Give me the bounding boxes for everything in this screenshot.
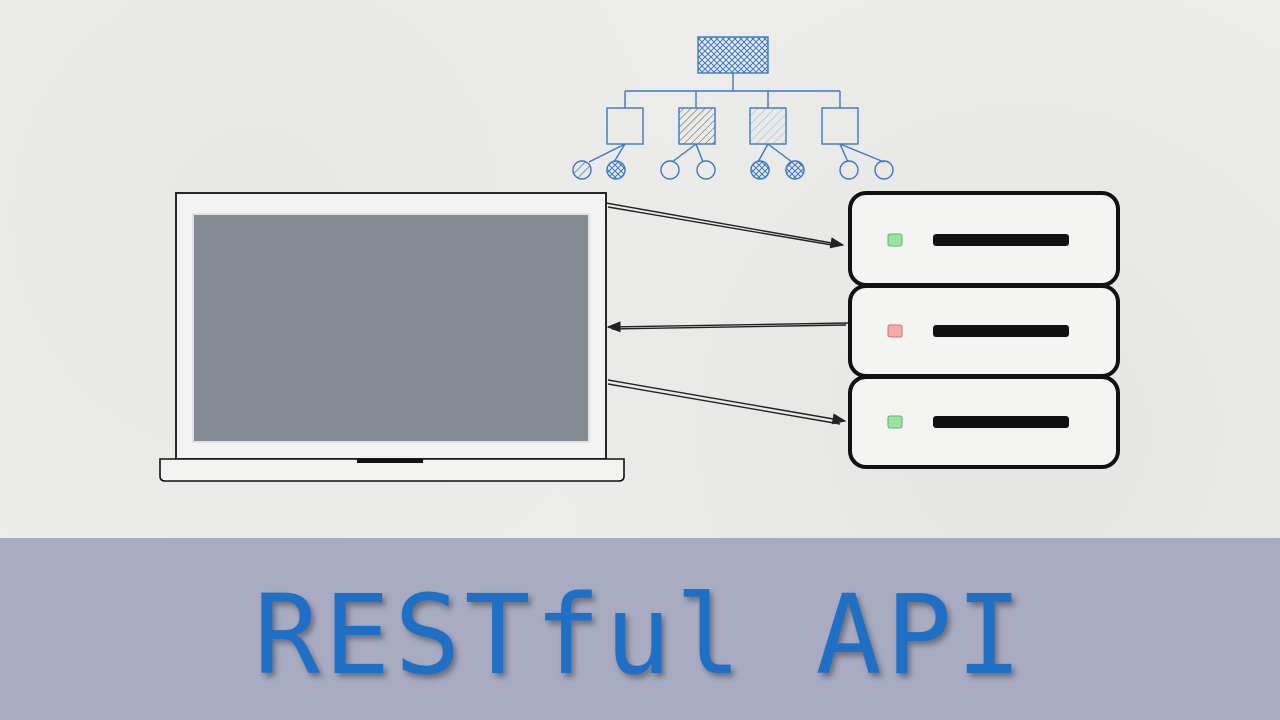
tree-leaf-node [660,160,680,180]
response-arrow [606,321,850,333]
server-unit [848,375,1120,469]
status-led-ok [887,233,903,247]
tree-leaf-node [572,160,592,180]
tree-child-node [821,107,859,145]
status-led-ok [887,415,903,429]
server-stack-icon [848,191,1120,469]
request-arrow [607,379,847,425]
page-title: RESTful API [253,571,1027,699]
laptop-notch [357,459,423,463]
laptop-icon [159,192,625,482]
tree-leaf-node [874,160,894,180]
server-slot [933,325,1069,337]
tree-child-node [606,107,644,145]
server-slot [933,234,1069,246]
tree-hierarchy-icon [572,36,894,180]
tree-leaf-node [839,160,859,180]
server-unit [848,284,1120,378]
tree-child-node [749,107,787,145]
request-response-arrows [605,202,850,425]
request-arrow [605,202,845,249]
title-banner [0,538,1280,720]
tree-root-node [697,36,769,74]
tree-leaf-node [750,160,770,180]
tree-child-node [678,107,716,145]
tree-leaf-node [785,160,805,180]
server-slot [933,416,1069,428]
laptop-base [159,458,625,482]
tree-leaf-node [606,160,626,180]
tree-leaf-node [696,160,716,180]
status-led-error [887,324,903,338]
laptop-screen [192,213,590,443]
diagram [159,36,1120,482]
server-unit [848,191,1120,287]
